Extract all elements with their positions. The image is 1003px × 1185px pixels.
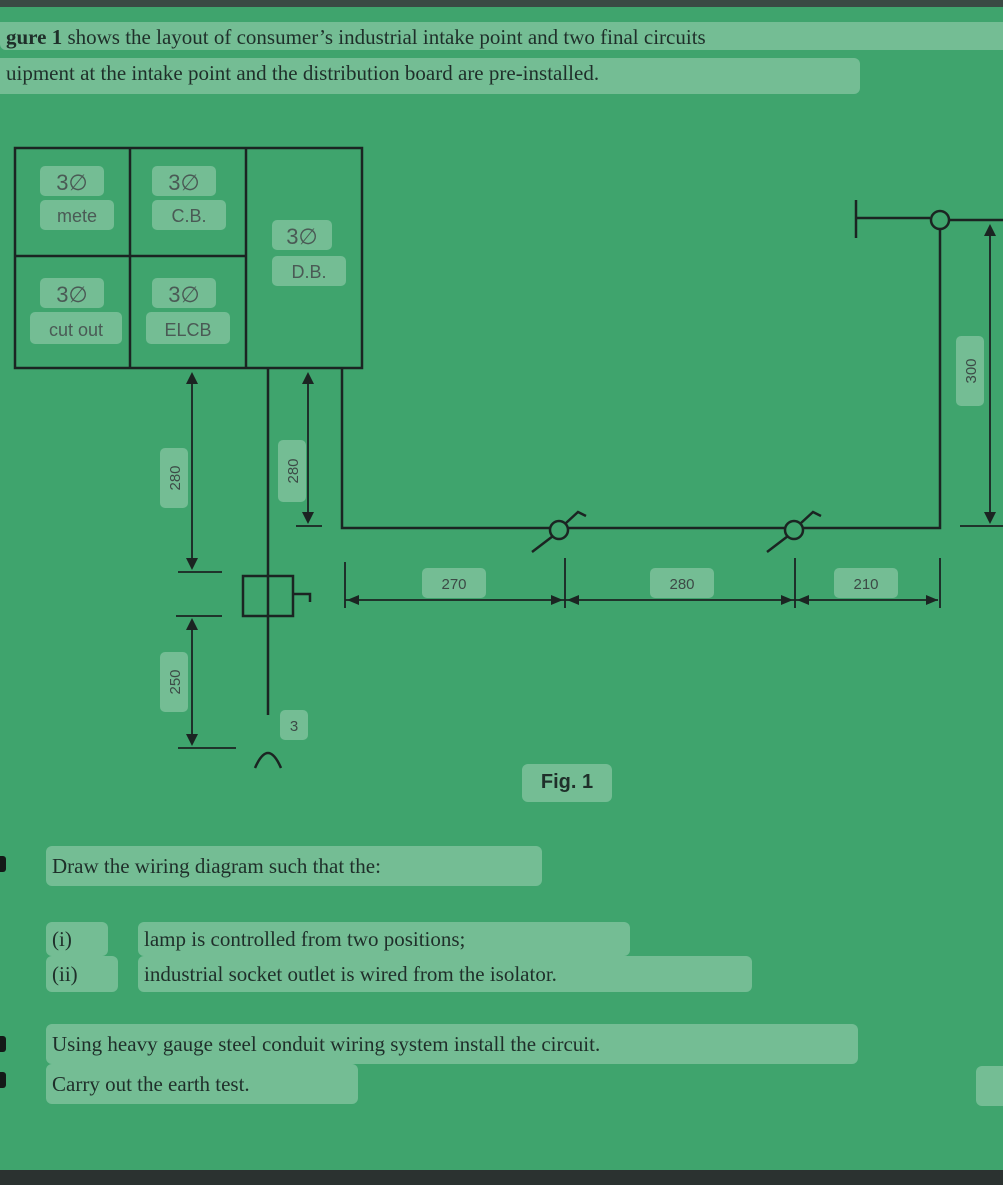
isolator-handle	[293, 592, 312, 602]
intro-line-1-text: shows the layout of consumer’s industria…	[62, 25, 706, 49]
sub-i-number: (i)	[46, 922, 108, 956]
sub-ii-number: (ii)	[46, 956, 118, 992]
sub-i-body: lamp is controlled from two positions;	[144, 927, 466, 951]
wiring-layout-diagram: 3∅ mete 3∅ C.B. 3∅ D.B. 3∅ cut out 3∅ EL…	[13, 146, 1003, 769]
socket-label: 3	[290, 718, 298, 735]
dim-h-210: 210	[853, 576, 878, 593]
question-2-text: Using heavy gauge steel conduit wiring s…	[52, 1032, 601, 1056]
figure-caption: Fig. 1	[522, 764, 612, 802]
dim-left-280: 280	[167, 465, 184, 490]
intro-line-2-text: uipment at the intake point and the dist…	[6, 61, 600, 85]
switch-1-lever-b	[565, 510, 587, 524]
bottom-frame-border	[0, 1170, 1003, 1185]
question-bullet-1	[0, 856, 6, 872]
cutout-symbol: 3∅	[56, 282, 87, 307]
isolator-box	[241, 574, 295, 618]
question-3-text: Carry out the earth test.	[52, 1072, 250, 1096]
question-bullet-2	[0, 1036, 6, 1052]
marks-box-edge	[976, 1066, 1003, 1106]
top-frame-border	[0, 0, 1003, 7]
sub-i-number-text: (i)	[52, 927, 72, 951]
question-2: Using heavy gauge steel conduit wiring s…	[46, 1024, 858, 1064]
cb-symbol: 3∅	[168, 170, 199, 195]
dimension-arrowheads	[186, 224, 996, 746]
dim-h-270: 270	[441, 576, 466, 593]
intake-panel-outline	[13, 146, 364, 370]
question-3: Carry out the earth test.	[46, 1064, 358, 1104]
sub-i-text: lamp is controlled from two positions;	[138, 922, 630, 956]
elcb-symbol: 3∅	[168, 282, 199, 307]
switch-2-lever-b	[800, 510, 822, 524]
cb-label: C.B.	[171, 206, 206, 226]
question-bullet-3	[0, 1072, 6, 1088]
socket-outlet	[253, 751, 283, 769]
intro-line-2: uipment at the intake point and the dist…	[0, 58, 860, 94]
lighting-circuit-run	[340, 220, 942, 530]
meter-label: mete	[57, 206, 97, 226]
switch-2	[783, 519, 805, 541]
figure-caption-text: Fig. 1	[540, 771, 594, 793]
sub-ii-text: industrial socket outlet is wired from t…	[138, 956, 752, 992]
cutout-label: cut out	[49, 320, 103, 340]
dim-right-300: 300	[963, 358, 980, 383]
db-label: D.B.	[291, 262, 326, 282]
meter-symbol: 3∅	[56, 170, 87, 195]
switch-1-lever-a	[531, 535, 554, 553]
dim-left-250: 250	[167, 669, 184, 694]
db-symbol: 3∅	[286, 224, 317, 249]
figure-reference: gure 1	[6, 25, 63, 49]
label-highlights	[30, 166, 984, 740]
switch-2-lever-a	[766, 535, 789, 553]
sub-ii-body: industrial socket outlet is wired from t…	[144, 962, 557, 986]
dimension-lines	[176, 230, 1003, 749]
lamp-point	[929, 209, 951, 231]
intro-line-1: gure 1 shows the layout of consumer’s in…	[0, 22, 1003, 50]
sub-ii-number-text: (ii)	[52, 962, 78, 986]
question-1-text: Draw the wiring diagram such that the:	[52, 854, 381, 878]
dim-center-280: 280	[285, 458, 302, 483]
switch-1	[548, 519, 570, 541]
dim-h-280: 280	[669, 576, 694, 593]
elcb-label: ELCB	[164, 320, 211, 340]
question-1: Draw the wiring diagram such that the:	[46, 846, 542, 886]
